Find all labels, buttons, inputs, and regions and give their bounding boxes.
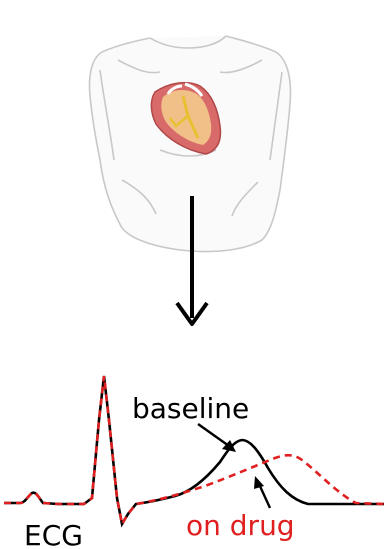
on-drug-pointer-arrow (254, 476, 270, 508)
baseline-pointer-arrow (198, 424, 236, 452)
on-drug-label: on drug (186, 509, 295, 542)
baseline-label: baseline (132, 392, 249, 425)
ecg-label: ECG (24, 519, 83, 549)
